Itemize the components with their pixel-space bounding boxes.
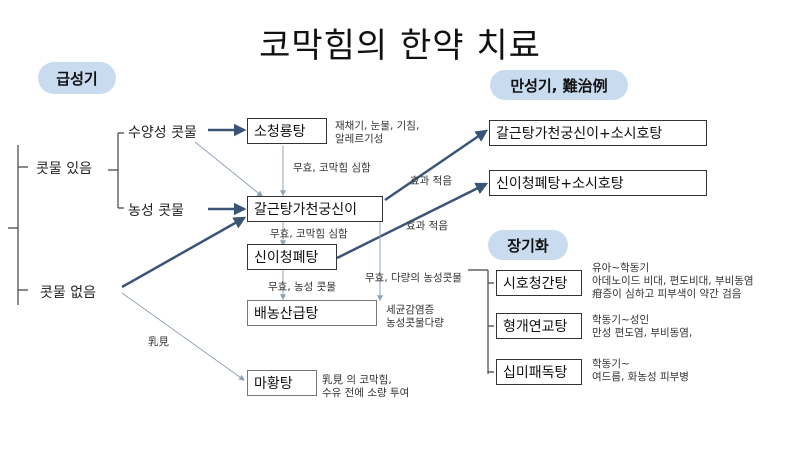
box-galgeun-sosiho: 갈근탕가천궁신이+소시호탕	[489, 120, 707, 146]
page-title: 코막힘의 한약 치료	[259, 26, 541, 66]
label-snot-absent: 콧물 없음	[40, 285, 96, 301]
note-no-effect-severe-1: 무효, 코막힘 심함	[293, 162, 371, 174]
box-sihocheonggan: 시호청간탕	[496, 270, 582, 296]
longterm-bracket	[468, 269, 494, 374]
section-acute: 급성기	[38, 62, 116, 94]
arrow-watery-diag	[194, 141, 263, 197]
box-hyeonggae: 형개연교탕	[496, 313, 582, 339]
box-sini-cheongpye: 신이청폐탕	[247, 244, 337, 270]
snot-bracket	[108, 132, 124, 209]
left-bracket	[8, 145, 28, 305]
note-infant: 乳見 의 코막힘, 수유 전에 소량 투여	[322, 374, 410, 399]
note-socheongryong: 재채기, 눈물, 기침, 알레르기성	[335, 120, 420, 145]
box-sipmi: 십미패독탕	[496, 359, 582, 385]
label-infant: 乳見	[148, 336, 169, 348]
label-purulent: 농성 콧물	[128, 203, 184, 219]
note-sipmi: 학동기~ 여드름, 화농성 피부병	[592, 358, 689, 383]
box-mahwang: 마황탕	[247, 370, 317, 396]
box-baenong: 배농산급탕	[247, 300, 377, 326]
section-chronic: 만성기, 難治例	[490, 70, 628, 100]
arrow-galgeun-to-chronic1	[384, 129, 489, 202]
note-effective-2: 효과 적음	[406, 220, 448, 232]
note-sihocheonggan: 유아~학동기 아데노이드 비대, 편도비대, 부비동염 疳증이 심하고 피부색이…	[592, 262, 754, 300]
section-long-term: 장기화	[488, 230, 568, 260]
note-effective-1: 효과 적음	[410, 175, 452, 187]
label-watery: 수양성 콧물	[128, 125, 197, 141]
arrow-sini-to-chronic2	[336, 182, 489, 260]
box-socheongryong: 소청룡탕	[247, 118, 327, 144]
arrow-absent-to-mahwang	[121, 292, 245, 381]
note-no-effect-severe-2: 무효, 코막힘 심함	[270, 228, 348, 240]
note-hyeonggae: 학동기~성인 만성 편도염, 부비동염,	[592, 314, 693, 339]
box-galgeun-cheon: 갈근탕가천궁신이	[247, 196, 383, 222]
arrow-absent-to-galgeun	[121, 216, 247, 289]
box-sini-sosiho: 신이청폐탕+소시호탕	[489, 170, 707, 196]
note-sinusitis: 세균감염증 농성콧물다량	[386, 304, 444, 329]
note-no-effect-many: 무효, 다량의 농성콧물	[365, 272, 462, 284]
note-no-effect-purulent: 무효, 농성 콧물	[268, 281, 336, 293]
label-snot-present: 콧물 있음	[36, 161, 92, 177]
